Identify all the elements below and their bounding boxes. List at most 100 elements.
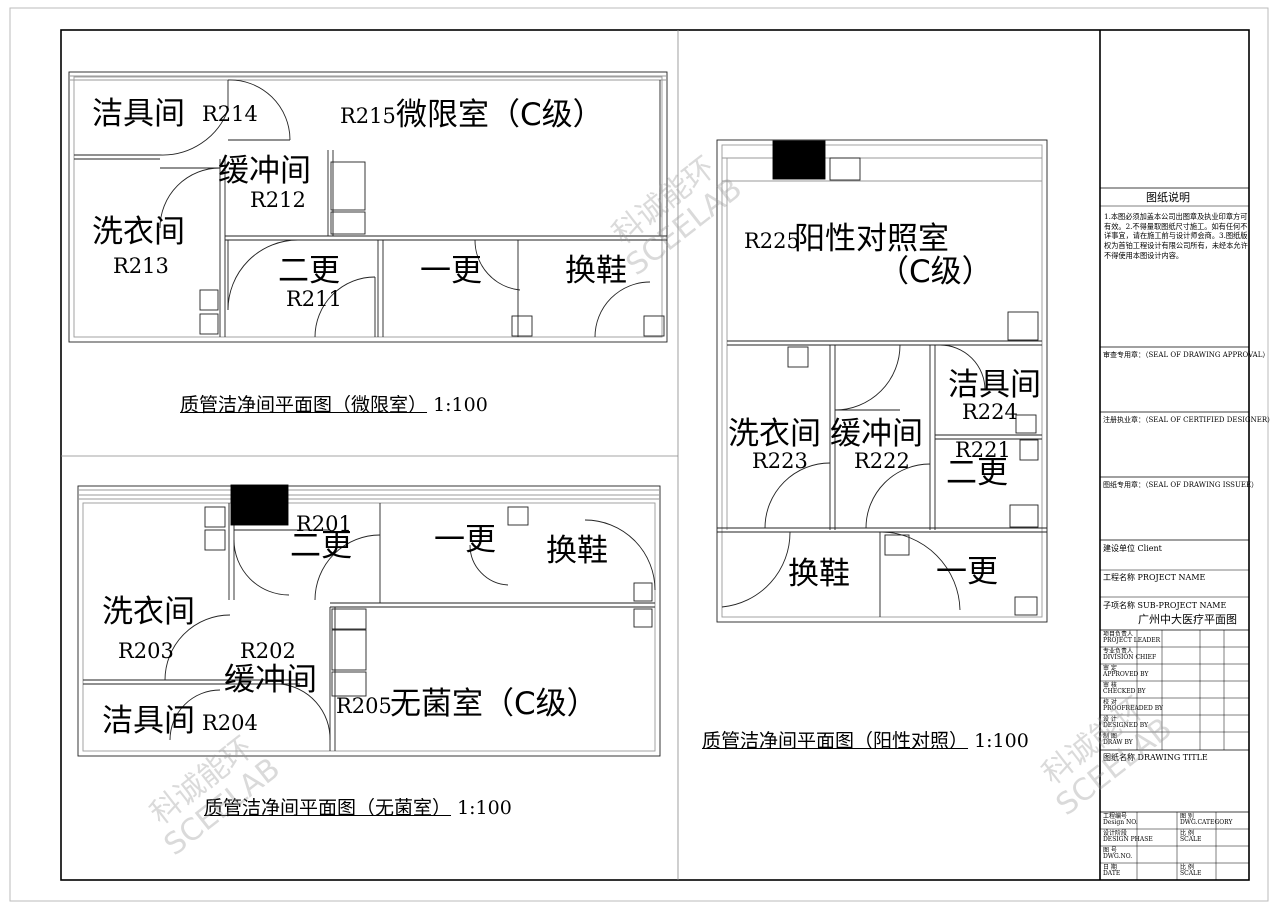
role-en: APPROVED BY (1103, 671, 1149, 679)
plan2-scale: 1:100 (457, 797, 512, 819)
plan1-scale: 1:100 (433, 394, 488, 416)
notes-header: 图纸说明 (1146, 191, 1190, 204)
label-cn: 日 期 (1103, 864, 1117, 871)
room-name-first-change-1: 一更 (420, 253, 482, 289)
plan2-floorplan (77, 484, 661, 757)
room-name-r222: 缓冲间 (830, 416, 923, 452)
room-code-r205: R205 (336, 694, 392, 718)
room-name-r205: 无菌室（C级） (390, 686, 598, 722)
label-en: Design NO. (1103, 819, 1138, 827)
room-name-r212: 缓冲间 (218, 153, 311, 189)
label-cn: 比 例 (1180, 830, 1194, 837)
room-code-r211: R211 (286, 287, 342, 311)
role-cn: 校 对 (1103, 699, 1117, 706)
seal-designer: 注册执业章：（SEAL OF CERTIFIED DESIGNER） (1103, 416, 1275, 424)
sub-project-value: 广州中大医疗平面图 (1138, 613, 1237, 626)
room-name-r213: 洗衣间 (92, 214, 185, 250)
plan2-title-text: 质管洁净间平面图（无菌室） (204, 797, 452, 819)
room-name-first-change-2: 一更 (434, 522, 496, 558)
sheet-frame (60, 29, 1250, 881)
role-en: DIVISION CHIEF (1103, 654, 1157, 662)
room-code-r221: R221 (955, 438, 1011, 462)
room-code-r212: R212 (250, 188, 306, 212)
label-en: DWG.NO. (1103, 853, 1133, 861)
room-code-r203: R203 (118, 639, 174, 663)
room-code-r225: R225 (744, 229, 800, 253)
plan2-title: 质管洁净间平面图（无菌室） 1:100 (204, 799, 512, 818)
label-cn: 设计阶段 (1103, 830, 1128, 837)
room-code-r202: R202 (240, 639, 296, 663)
label-en: DATE (1103, 870, 1121, 878)
room-name-r215: 微限室（C级） (396, 97, 604, 133)
room-name-first-change-3: 一更 (936, 554, 998, 590)
room-name-r202: 缓冲间 (224, 662, 317, 698)
room-name-shoe-change-1: 换鞋 (565, 253, 627, 289)
room-code-r223: R223 (752, 449, 808, 473)
room-name-r224: 洁具间 (948, 367, 1041, 403)
plan3-scale: 1:100 (974, 730, 1029, 752)
drawing-title-label: 图纸名称 DRAWING TITLE (1103, 753, 1208, 762)
seal-approval: 审查专用章：（SEAL OF DRAWING APPROVAL） (1103, 351, 1270, 359)
role-en: DRAW BY (1103, 739, 1133, 747)
room-name-r203: 洗衣间 (102, 594, 195, 630)
room-name-r214: 洁具间 (92, 96, 185, 132)
role-en: PROOFREADED BY (1103, 705, 1163, 713)
room-code-r213: R213 (113, 254, 169, 278)
plan1-title: 质管洁净间平面图（微限室） 1:100 (180, 396, 488, 415)
role-cn: 审 核 (1103, 682, 1117, 689)
label-en: DESIGN PHASE (1103, 836, 1153, 844)
room-name-r211: 二更 (278, 253, 340, 289)
room-name-r201: 二更 (290, 528, 352, 564)
room-name-r221: 二更 (946, 455, 1008, 491)
label-cn: 图 号 (1103, 847, 1117, 854)
room-code-r222: R222 (854, 449, 910, 473)
notes-text: 1.本图必须加盖本公司出图章及执业印章方可有效。2.不得量取图纸尺寸施工。如有任… (1104, 212, 1248, 260)
room-name-r223: 洗衣间 (728, 416, 821, 452)
role-cn: 专业负责人 (1103, 648, 1134, 655)
role-en: CHECKED BY (1103, 688, 1146, 696)
label-cn: 比 例 (1180, 864, 1194, 871)
label-cn: 图 别 (1180, 813, 1194, 820)
role-cn: 制 图 (1103, 733, 1117, 740)
room-code-r214: R214 (202, 102, 258, 126)
plan3-title-text: 质管洁净间平面图（阳性对照） (702, 730, 969, 752)
room-code-r215: R215 (340, 104, 396, 128)
client-label: 建设单位 Client (1103, 544, 1162, 553)
plan3-floorplan (716, 139, 1048, 623)
role-cn: 审 定 (1103, 665, 1117, 672)
label-en: SCALE (1180, 836, 1202, 844)
label-cn: 工程编号 (1103, 813, 1128, 820)
role-en: PROJECT LEADER (1103, 637, 1161, 645)
plan3-title: 质管洁净间平面图（阳性对照） 1:100 (702, 732, 1029, 751)
room-code-r201: R201 (296, 512, 352, 536)
role-en: DESIGNED BY (1103, 722, 1149, 730)
role-cn: 项目负责人 (1103, 631, 1134, 638)
room-name-r204: 洁具间 (102, 703, 195, 739)
room-code-r204: R204 (202, 711, 258, 735)
project-name-label: 工程名称 PROJECT NAME (1103, 573, 1206, 582)
label-en: DWG.CATEGORY (1180, 819, 1233, 827)
role-cn: 设 计 (1103, 716, 1117, 723)
plan1-floorplan (68, 71, 668, 343)
plan1-title-text: 质管洁净间平面图（微限室） (180, 394, 428, 416)
sub-project-label: 子项名称 SUB-PROJECT NAME (1103, 601, 1227, 610)
room-grade-r225: （C级） (878, 254, 993, 290)
room-name-shoe-change-3: 换鞋 (788, 556, 850, 592)
room-name-r225: 阳性对照室 (794, 221, 949, 257)
seal-issue: 图纸专用章：（SEAL OF DRAWING ISSUEE） (1103, 481, 1259, 489)
